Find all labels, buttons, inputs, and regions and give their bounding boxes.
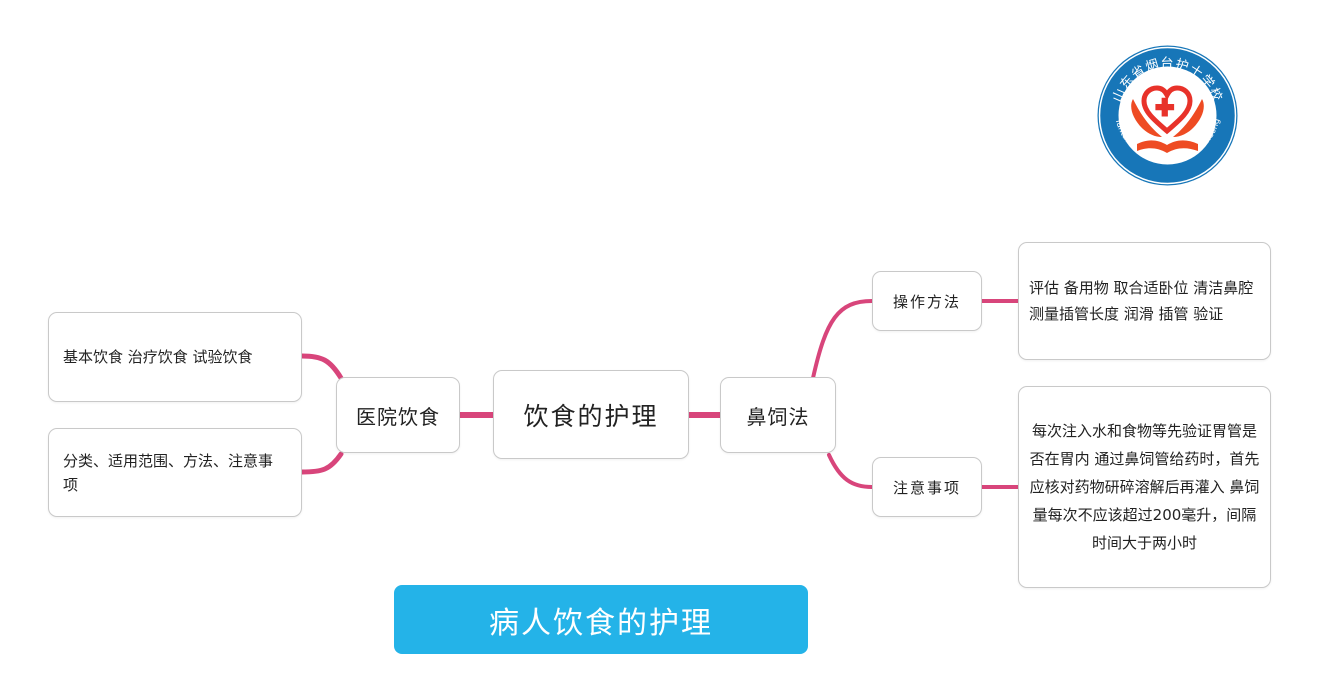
basic-diet-leaf[interactable]: 基本饮食 治疗饮食 试验饮食 [48,312,302,402]
nasal-feeding-label: 鼻饲法 [746,404,810,429]
operation-detail-leaf[interactable]: 评估 备用物 取合适卧位 清洁鼻腔 测量插管长度 润滑 插管 验证 [1018,242,1271,360]
precautions-label: 注意事项 [892,478,961,497]
connector-nasal-precautions [827,453,874,489]
center-topic-label: 饮食的护理 [523,401,659,431]
basic-diet-text: 基本饮食 治疗饮食 试验饮食 [63,348,253,366]
operation-method-node[interactable]: 操作方法 [872,271,982,331]
center-topic-node[interactable]: 饮食的护理 [493,370,689,459]
logo-cross-icon [1155,97,1175,117]
title-banner-text: 病人饮食的护理 [489,605,713,641]
hospital-diet-node[interactable]: 医院饮食 [336,377,460,453]
precautions-detail-leaf[interactable]: 每次注入水和食物等先验证胃管是否在胃内 通过鼻饲管给药时，首先应核对药物研碎溶解… [1018,386,1271,588]
connector-hospital-category [299,451,344,475]
precautions-node[interactable]: 注意事项 [872,457,982,517]
school-logo: 山东省烟台护士学校 Yantai Nurses School of Shando… [1095,43,1240,188]
nasal-feeding-node[interactable]: 鼻饲法 [720,377,836,453]
diet-category-text: 分类、适用范围、方法、注意事项 [63,451,274,494]
operation-method-label: 操作方法 [892,292,961,311]
precautions-detail-text: 每次注入水和食物等先验证胃管是否在胃内 通过鼻饲管给药时，首先应核对药物研碎溶解… [1029,422,1260,552]
hospital-diet-label: 医院饮食 [356,404,440,429]
operation-detail-text: 评估 备用物 取合适卧位 清洁鼻腔 测量插管长度 润滑 插管 验证 [1029,279,1254,323]
logo-left-hand-icon [1131,99,1162,137]
connector-nasal-operation [811,299,874,380]
title-banner: 病人饮食的护理 [394,585,808,654]
logo-heart-icon [1141,85,1193,135]
logo-book-icon [1137,140,1198,153]
diet-category-leaf[interactable]: 分类、适用范围、方法、注意事项 [48,428,302,517]
school-logo-icon: 山东省烟台护士学校 Yantai Nurses School of Shando… [1097,45,1238,186]
connector-hospital-basic-diet [299,353,344,381]
logo-right-hand-icon [1173,99,1204,137]
